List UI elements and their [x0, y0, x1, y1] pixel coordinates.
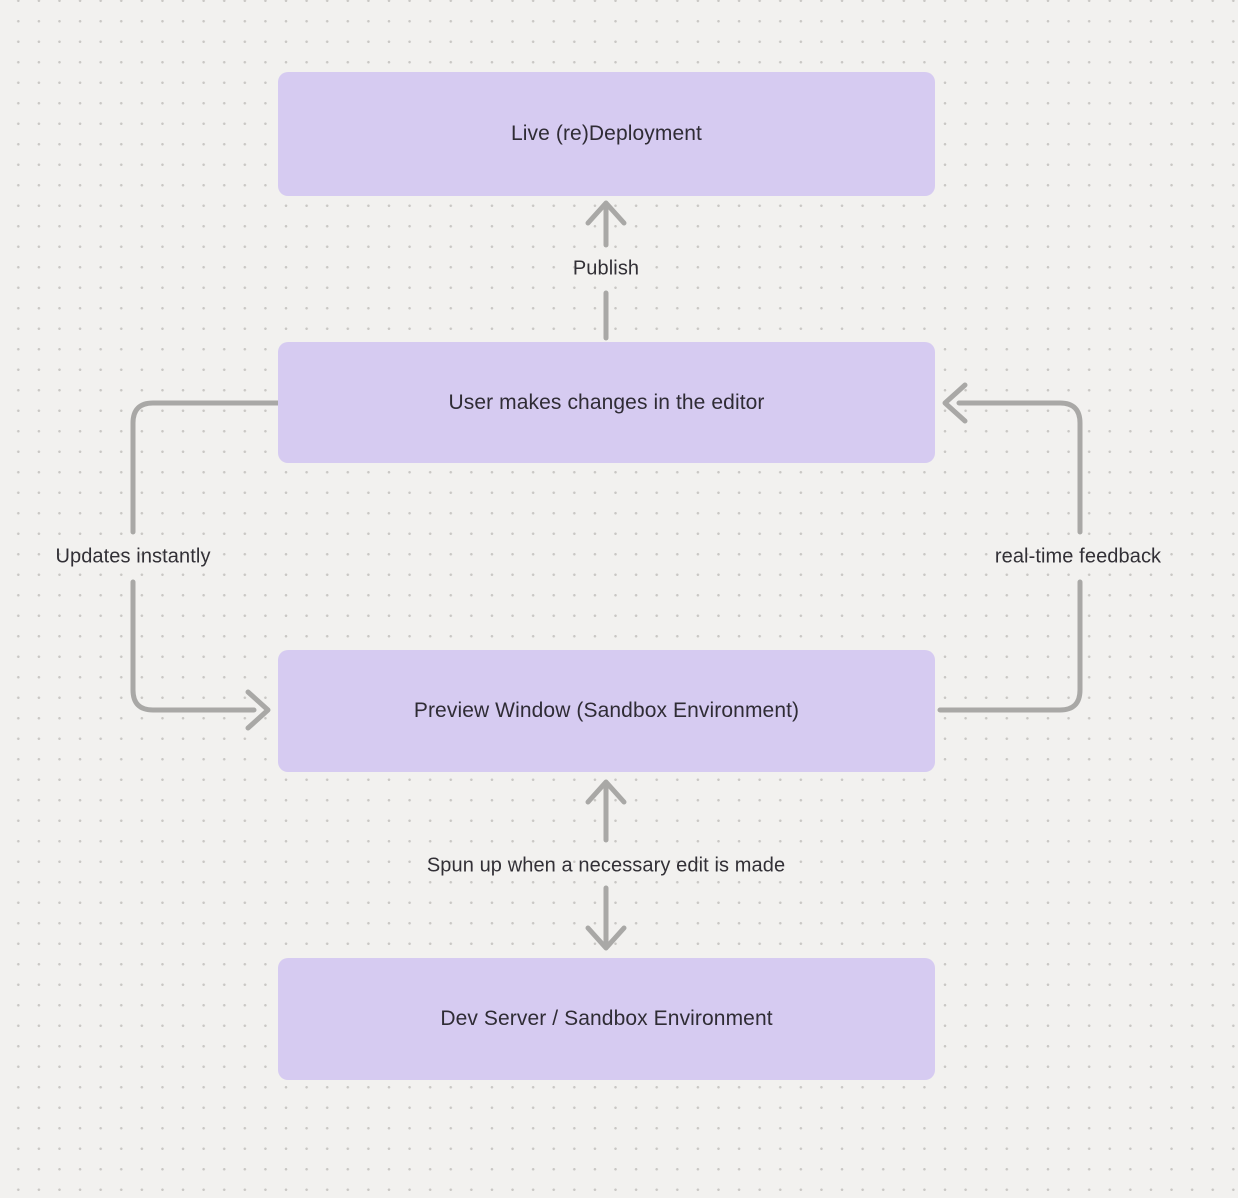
- edge-label-updates-instantly[interactable]: Updates instantly: [55, 545, 211, 568]
- edge-real-time-feedback-arrow[interactable]: [937, 382, 1083, 713]
- edge-label-spun-up[interactable]: Spun up when a necessary edit is made: [426, 854, 786, 877]
- node-dev-server[interactable]: Dev Server / Sandbox Environment: [278, 958, 935, 1080]
- edge-spun-up-arrow[interactable]: [585, 779, 627, 951]
- node-dev-server-label: Dev Server / Sandbox Environment: [440, 1007, 773, 1030]
- edge-label-publish[interactable]: Publish: [572, 257, 640, 280]
- edge-updates-instantly-arrow[interactable]: [130, 400, 281, 731]
- node-user-edits-label: User makes changes in the editor: [448, 390, 765, 414]
- node-user-edits[interactable]: User makes changes in the editor: [278, 342, 935, 463]
- node-preview-window-label: Preview Window (Sandbox Environment): [413, 699, 800, 722]
- node-preview-window[interactable]: Preview Window (Sandbox Environment): [278, 650, 935, 772]
- edge-publish-arrow[interactable]: [585, 200, 627, 341]
- edge-label-real-time-feedback[interactable]: real-time feedback: [994, 545, 1162, 568]
- node-live-redeployment[interactable]: Live (re)Deployment: [278, 72, 935, 196]
- node-live-redeployment-label: Live (re)Deployment: [511, 122, 702, 145]
